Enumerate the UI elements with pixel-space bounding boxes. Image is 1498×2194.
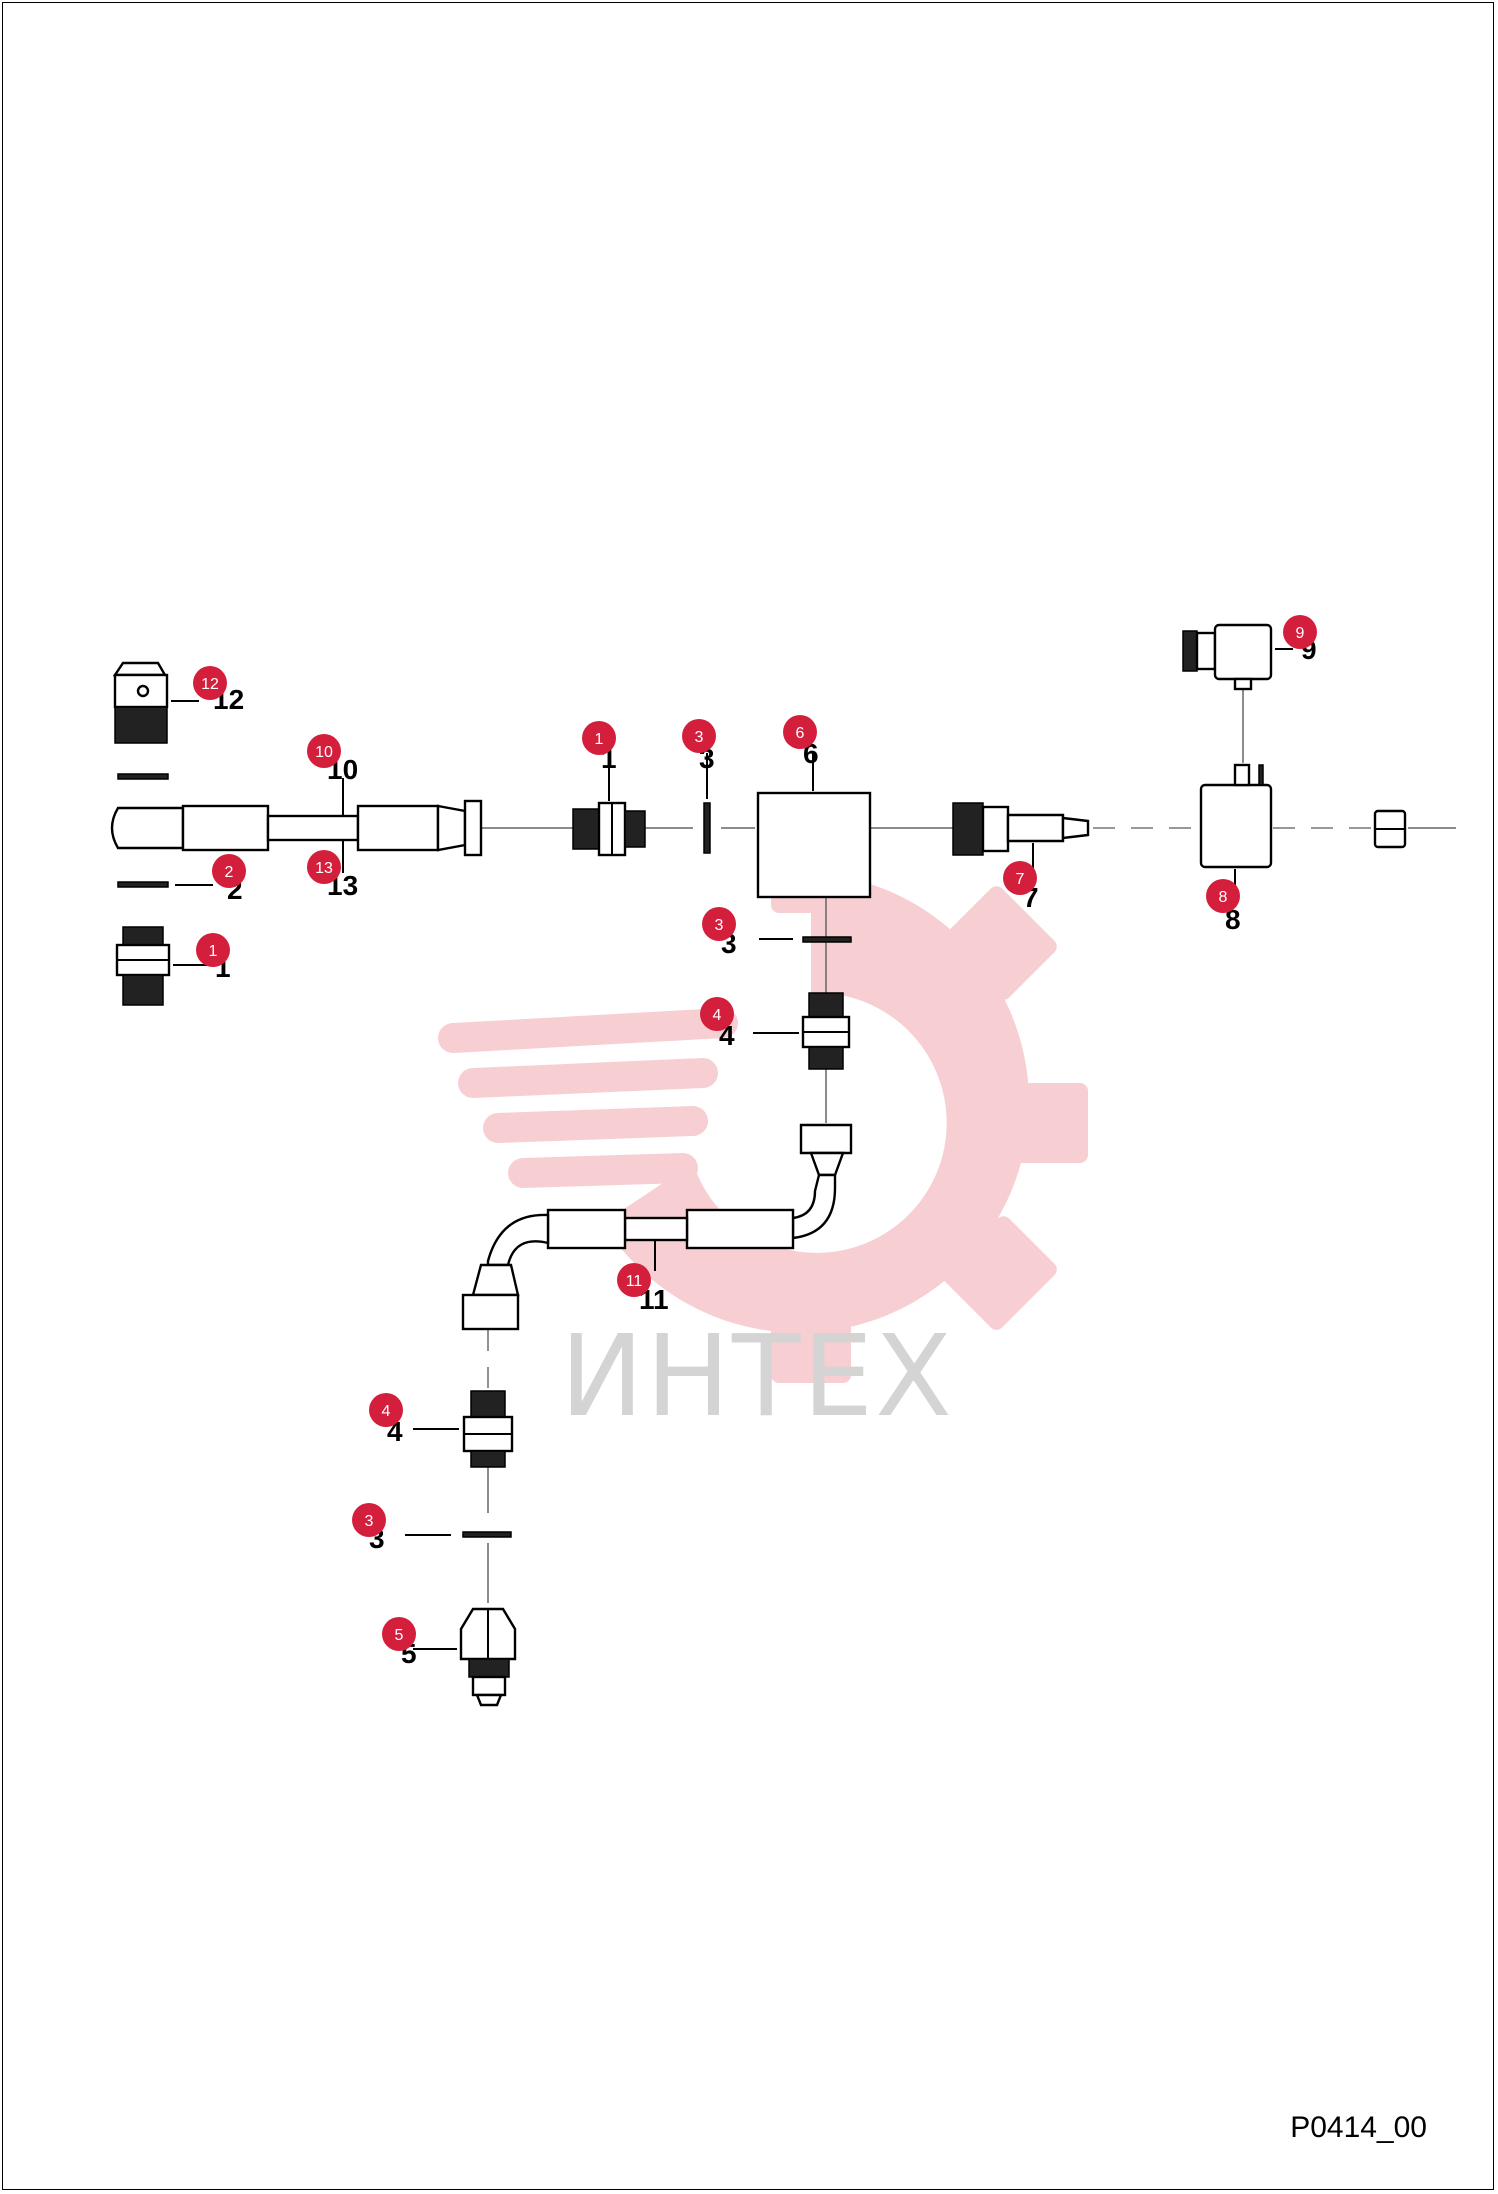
svg-text:3: 3 (365, 1513, 374, 1530)
part-11-bent-hose (461, 1123, 853, 1331)
svg-text:4: 4 (382, 1403, 391, 1420)
svg-text:4: 4 (713, 1007, 722, 1024)
callout-9[interactable]: 9 (1283, 615, 1317, 649)
watermark-gear-logo (438, 823, 1088, 1383)
part-6-valve-body (756, 791, 872, 899)
callout-6[interactable]: 6 (783, 715, 817, 749)
part-3-o-ring-middle (802, 936, 852, 943)
callout-7[interactable]: 7 (1003, 861, 1037, 895)
lock-nut (1373, 809, 1407, 849)
svg-text:11: 11 (626, 1273, 643, 1290)
part-4-nipple-lower (462, 1390, 514, 1468)
callout-1-inline[interactable]: 1 (582, 721, 616, 755)
exploded-parts-diagram: ИНТЕХ (110, 615, 1456, 1707)
svg-text:1: 1 (209, 943, 218, 960)
callout-3-lower[interactable]: 3 (352, 1503, 386, 1537)
callout-badges: 12 10 13 2 1 1 3 6 7 8 9 3 4 11 4 3 5 (193, 615, 1317, 1651)
svg-text:3: 3 (715, 917, 724, 934)
callout-3-top[interactable]: 3 (682, 719, 716, 753)
callout-4-lower[interactable]: 4 (369, 1393, 403, 1427)
part-1-adapter-left (115, 926, 171, 1006)
svg-text:12: 12 (201, 676, 219, 693)
part-8-solenoid-coil (1199, 763, 1273, 869)
watermark-text: ИНТЕХ (560, 1312, 954, 1442)
callout-13[interactable]: 13 (307, 850, 341, 884)
svg-text:9: 9 (1296, 625, 1305, 642)
callout-2[interactable]: 2 (212, 854, 246, 888)
svg-text:13: 13 (315, 860, 333, 877)
part-7-hose-barb (952, 802, 1090, 856)
callout-11[interactable]: 11 (617, 1263, 651, 1297)
part-numbers: 12 10 13 2 1 1 3 6 7 8 9 3 4 11 4 3 5 (213, 634, 1317, 1669)
part-5-end-fitting (459, 1607, 517, 1707)
svg-text:5: 5 (395, 1627, 404, 1644)
part-12-banjo-bolt (112, 661, 169, 744)
svg-text:2: 2 (225, 864, 234, 881)
svg-text:6: 6 (796, 725, 805, 742)
callout-10[interactable]: 10 (307, 734, 341, 768)
svg-text:3: 3 (695, 729, 704, 746)
part-2-washer-upper (117, 773, 169, 780)
centre-lines (478, 686, 1456, 1603)
callout-3-middle[interactable]: 3 (702, 907, 736, 941)
part-4-nipple-upper (801, 992, 851, 1070)
svg-text:7: 7 (1016, 871, 1025, 888)
callout-5[interactable]: 5 (382, 1617, 416, 1651)
part-2-washer-lower (117, 881, 169, 888)
svg-text:10: 10 (315, 744, 333, 761)
svg-text:1: 1 (595, 731, 604, 748)
callout-12[interactable]: 12 (193, 666, 227, 700)
callout-4-upper[interactable]: 4 (700, 997, 734, 1031)
part-3-o-ring-lower (462, 1531, 512, 1538)
document-code: P0414_00 (1290, 2111, 1427, 2144)
part-1-adapter-inline (572, 801, 646, 857)
part-3-o-ring-horizontal (703, 802, 711, 854)
svg-text:8: 8 (1219, 889, 1228, 906)
part-10-hose-assembly (110, 799, 483, 857)
part-9-connector-plug (1182, 623, 1273, 691)
callout-8[interactable]: 8 (1206, 879, 1240, 913)
callout-1-left[interactable]: 1 (196, 933, 230, 967)
